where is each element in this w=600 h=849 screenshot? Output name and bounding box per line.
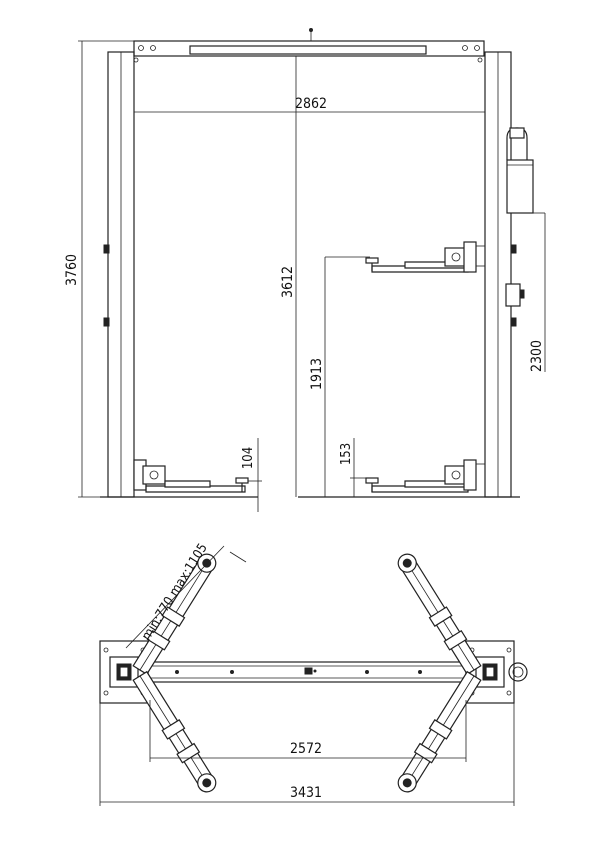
front-view: 3760 2862 3612 1913 2300 104 bbox=[64, 28, 546, 512]
label-clear-height: 3612 bbox=[280, 266, 296, 298]
dim-pad-height-low: 104 bbox=[241, 438, 262, 512]
raised-lift-arm bbox=[325, 241, 485, 273]
swing-arm-bottom-left bbox=[132, 670, 217, 793]
swing-arm-top-left bbox=[132, 553, 217, 676]
dim-pad-height-high: 153 bbox=[339, 438, 366, 497]
top-view: min:770 max:1105 2572 3431 bbox=[99, 541, 528, 806]
lowered-lift-arm-left bbox=[133, 459, 249, 493]
dim-lift-height: 1913 bbox=[309, 257, 326, 497]
swing-arm-top-right bbox=[397, 553, 482, 676]
label-overall-width: 3431 bbox=[290, 785, 322, 801]
label-drive-through-width: 2572 bbox=[290, 741, 322, 757]
floor-cover-plate bbox=[147, 661, 467, 683]
dim-cylinder-height: 2300 bbox=[529, 340, 545, 372]
right-column bbox=[484, 51, 517, 498]
label-column-inner-width: 2862 bbox=[295, 96, 327, 112]
swing-arm-bottom-right bbox=[397, 670, 482, 793]
lowered-lift-arm-right bbox=[365, 459, 485, 493]
label-overall-height: 3760 bbox=[64, 254, 80, 286]
dim-overall-height: 3760 bbox=[64, 40, 134, 498]
power-unit bbox=[505, 127, 546, 372]
dim-column-inner-width: 2862 bbox=[134, 96, 485, 113]
top-crossbeam bbox=[133, 28, 485, 63]
label-lift-height: 1913 bbox=[309, 358, 325, 390]
label-pad-height-low: 104 bbox=[241, 447, 256, 469]
dim-clear-height: 3612 bbox=[280, 56, 297, 497]
dim-drive-through-width: 2572 bbox=[149, 700, 467, 762]
label-cylinder-height: 2300 bbox=[529, 340, 545, 372]
label-pad-height-high: 153 bbox=[339, 443, 354, 465]
left-column bbox=[103, 51, 135, 498]
dim-overall-width: 3431 bbox=[100, 785, 514, 803]
